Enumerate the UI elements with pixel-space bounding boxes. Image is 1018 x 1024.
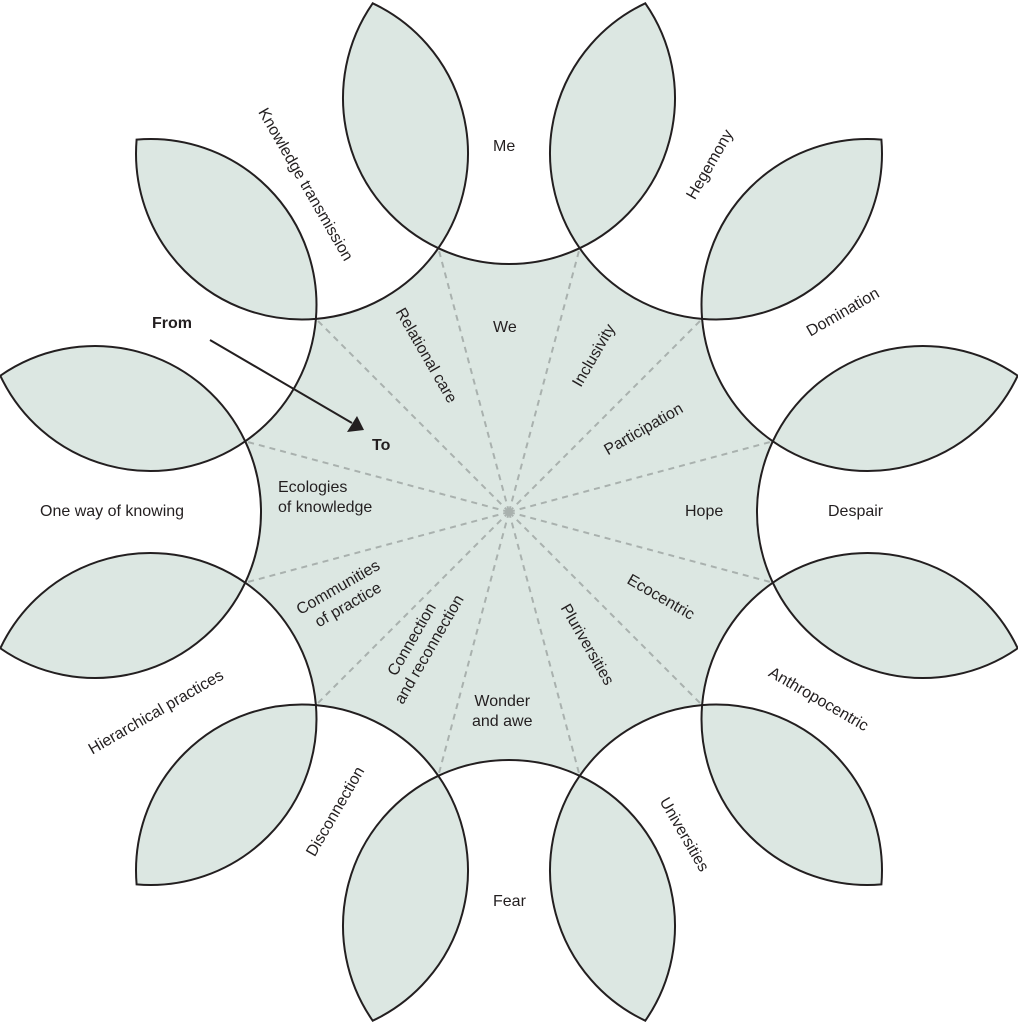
dashed-spoke	[315, 511, 510, 706]
dashed-spoke	[508, 511, 581, 777]
leaf	[0, 345, 247, 472]
circle-inner-arc	[578, 704, 703, 777]
leaf	[135, 703, 318, 886]
dashed-spoke	[508, 511, 774, 584]
dashed-spoke	[508, 318, 703, 513]
leaf	[135, 138, 318, 321]
inner-label-line: of knowledge	[278, 499, 373, 516]
inner-label-line: Ecologies	[278, 479, 348, 496]
circle-inner-arc	[244, 440, 263, 584]
dashed-spoke	[244, 440, 510, 513]
leaf	[700, 703, 883, 886]
leaf	[0, 552, 247, 679]
circle-inner-arc	[755, 440, 774, 584]
dashed-spoke	[508, 440, 774, 513]
arrow-head-icon	[347, 416, 364, 432]
inner-label-line: Wonder	[474, 693, 531, 710]
leaf	[342, 774, 469, 1022]
circle-inner-arc	[701, 318, 774, 443]
leaf	[700, 138, 883, 321]
outer-label-one-way-of-knowing: One way of knowing	[40, 503, 185, 520]
circle-inner-arc	[437, 247, 581, 266]
inner-label-ecologies-of-knowledge: Ecologies of knowledge	[278, 478, 372, 518]
circle-inner-arc	[244, 581, 317, 706]
from-to-arrow	[209, 339, 364, 432]
inner-label-wonder-and-awe: Wonder and awe	[472, 692, 533, 732]
circle-inner-arc	[244, 318, 317, 443]
inner-label-line: and awe	[472, 713, 533, 730]
dashed-spoke	[437, 247, 510, 513]
circle-inner-arc	[315, 704, 440, 777]
circle-inner-arc	[701, 581, 774, 706]
dashed-spoke	[508, 511, 703, 706]
circle-inner-arc	[437, 758, 581, 777]
leaf	[549, 774, 676, 1022]
outer-label-despair: Despair	[828, 503, 884, 520]
inner-label-we: We	[493, 319, 517, 336]
circle-inner-arc	[315, 247, 440, 320]
leaf	[342, 2, 469, 250]
circle-inner-arc	[578, 247, 703, 320]
dashed-spoke	[315, 318, 510, 513]
dashed-spoke	[437, 511, 510, 777]
dashed-spoke	[244, 511, 510, 584]
outer-label-fear: Fear	[493, 893, 526, 910]
dashed-spoke	[508, 247, 581, 513]
legend-from: From	[152, 315, 192, 332]
outer-label-me: Me	[493, 138, 516, 155]
legend-to: To	[372, 437, 391, 454]
leaf	[549, 2, 676, 250]
inner-label-hope: Hope	[685, 503, 724, 520]
leaf	[771, 552, 1018, 679]
leaf	[771, 345, 1018, 472]
